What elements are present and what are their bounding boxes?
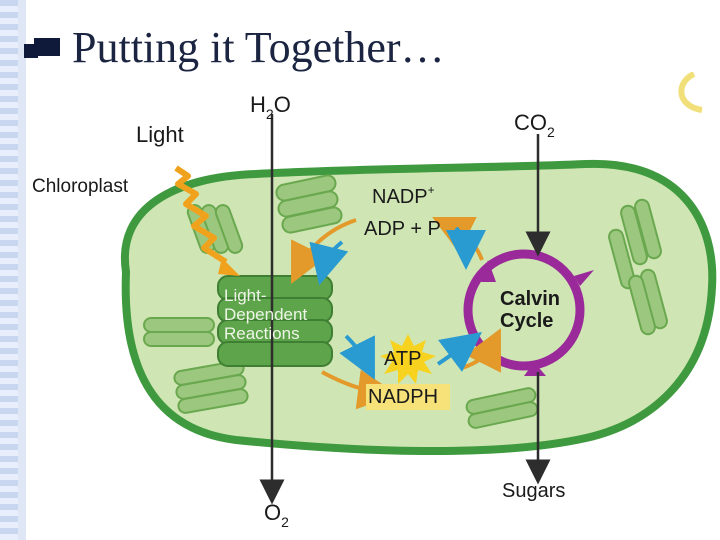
- oxygen-label: O2: [264, 500, 289, 530]
- light-dependent-stack: [217, 275, 333, 367]
- sugars-label: Sugars: [502, 480, 566, 502]
- slide-left-stripe-inner: [18, 0, 26, 540]
- atp-burst: [380, 334, 436, 384]
- oxygen-base: O: [264, 500, 282, 525]
- calvin-line1: Calvin: [500, 288, 561, 310]
- adp-blue-arrow: [445, 226, 486, 270]
- nadph-highlight: [366, 384, 450, 410]
- calvin-arrowhead-bottom: [524, 362, 546, 376]
- calvin-blue-arrow: [436, 332, 483, 372]
- water-label: H2O: [250, 92, 291, 122]
- thylakoid-stack-topleft: [275, 174, 343, 234]
- light-label: Light: [136, 122, 184, 147]
- light-bolt-tip: [218, 258, 240, 276]
- light-dependent-label: Light- Dependent Reactions: [224, 286, 307, 343]
- calvin-cycle-ring: [463, 249, 585, 371]
- oxygen-subscript: 2: [281, 514, 289, 530]
- light-dependent-line3: Reactions: [224, 324, 300, 343]
- nadp-label: NADP+: [372, 183, 435, 209]
- light-dependent-line1: Light-: [224, 286, 267, 305]
- edge-arc: [678, 72, 703, 113]
- thylakoid-stack-right: [608, 198, 668, 336]
- light-dependent-line2: Dependent: [224, 305, 308, 324]
- atp-label: ATP: [384, 348, 422, 370]
- water-subscript: 2: [265, 106, 274, 122]
- co2-label: CO2: [514, 110, 555, 140]
- calvin-arrowhead-left: [481, 260, 496, 282]
- photosynthesis-diagram: Light Chloroplast H2O CO2 NADP+ ADP + P …: [26, 72, 720, 540]
- nadp-base: NADP: [372, 186, 428, 208]
- chloroplast-label: Chloroplast: [32, 176, 129, 197]
- co2-subscript: 2: [547, 124, 555, 140]
- diagram-graphic: [120, 72, 717, 505]
- water-o: O: [273, 92, 291, 117]
- adp-label: ADP + P: [364, 218, 441, 240]
- title-bullet: [34, 38, 60, 56]
- nadph-label: NADPH: [368, 386, 439, 408]
- co2-base: CO: [514, 110, 547, 135]
- slide-title: Putting it Together…: [72, 23, 445, 72]
- water-h: H: [250, 92, 266, 117]
- atp-blue-arrow: [339, 334, 375, 380]
- calvin-cycle-label: Calvin Cycle: [500, 288, 560, 332]
- thylakoid-stack-bottomright: [465, 387, 539, 429]
- nadp-blue-arrow: [309, 240, 349, 286]
- nadp-superscript: +: [427, 183, 435, 197]
- calvin-line2: Cycle: [500, 310, 554, 332]
- nadp-to-light-arrow: [291, 218, 357, 284]
- light-bolt: [174, 165, 228, 265]
- calvin-arrowhead-right: [574, 270, 594, 286]
